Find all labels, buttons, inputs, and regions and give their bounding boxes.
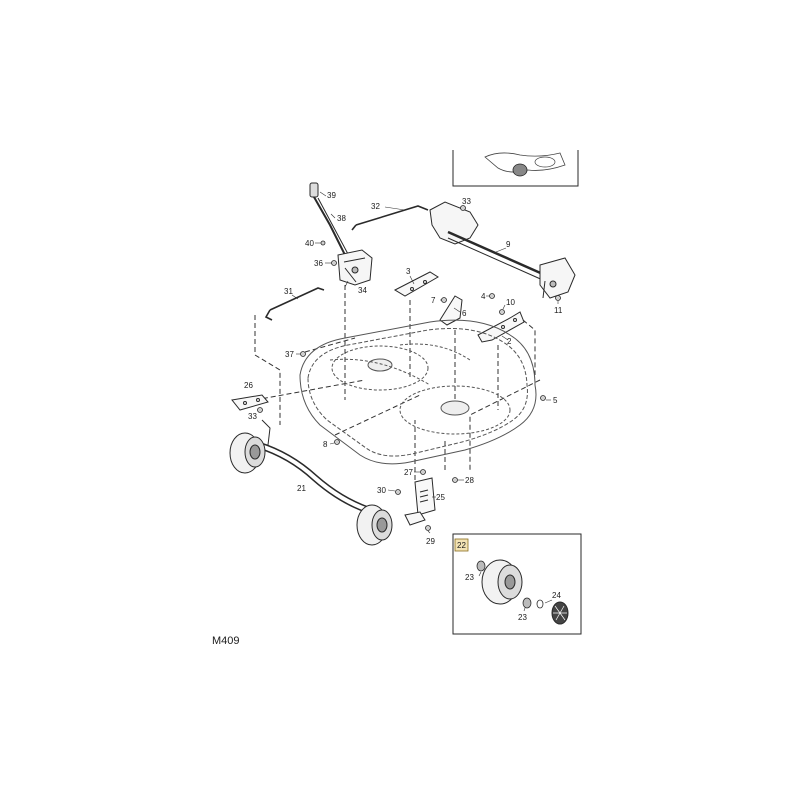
callout-37: 37 [285,350,294,359]
callout-labels: 39 38 32 33 40 36 34 3 9 31 7 6 4 10 11 … [244,191,563,622]
callout-25: 25 [436,493,445,502]
callout-24: 24 [552,591,561,600]
bracket-25 [404,477,436,526]
callout-38: 38 [337,214,346,223]
rod-32 [351,205,429,231]
inset-wheel [481,559,523,605]
callout-6: 6 [462,309,467,318]
callout-8: 8 [323,440,328,449]
bracket-3 [393,271,439,297]
callout-40: 40 [305,239,314,248]
callout-11: 11 [554,306,563,315]
callout-33-top: 33 [462,197,471,206]
callout-9: 9 [506,240,511,249]
callout-7: 7 [431,296,436,305]
lift-shaft-assembly [429,201,576,299]
figure-code: M409 [212,635,240,647]
callout-5: 5 [553,396,558,405]
inset-label-22: 22 [457,541,466,550]
link-31 [264,287,325,321]
mower-deck [299,319,537,465]
callout-21: 21 [297,484,306,493]
callout-3: 3 [406,267,411,276]
callout-26: 26 [244,381,253,390]
inset-hubcap [551,601,569,625]
inset-washer [536,599,544,609]
callout-33-left: 33 [248,412,257,421]
bracket-6 [439,295,463,326]
wheel-inset-panel [452,533,582,635]
callout-23-top: 23 [465,573,474,582]
top-inset-panel [452,150,579,187]
callout-31: 31 [284,287,293,296]
callout-30: 30 [377,486,386,495]
alignment-lines [254,285,541,480]
inset-bushing-right [522,597,532,609]
hardware-fasteners [257,205,561,531]
callout-2: 2 [507,337,512,346]
leader-lines [291,191,559,612]
inset-bushing-left [476,560,486,572]
bracket-2 [477,311,525,343]
front-axle-assembly [229,419,393,546]
callout-36: 36 [314,259,323,268]
callout-4: 4 [481,292,486,301]
lift-lever-assembly [309,182,373,286]
callout-29: 29 [426,537,435,546]
callout-27: 27 [404,468,413,477]
callout-23-bottom: 23 [518,613,527,622]
callout-28: 28 [465,476,474,485]
callout-34: 34 [358,286,367,295]
callout-39: 39 [327,191,336,200]
callout-10: 10 [506,298,515,307]
bracket-26 [231,394,269,411]
callout-32: 32 [371,202,380,211]
